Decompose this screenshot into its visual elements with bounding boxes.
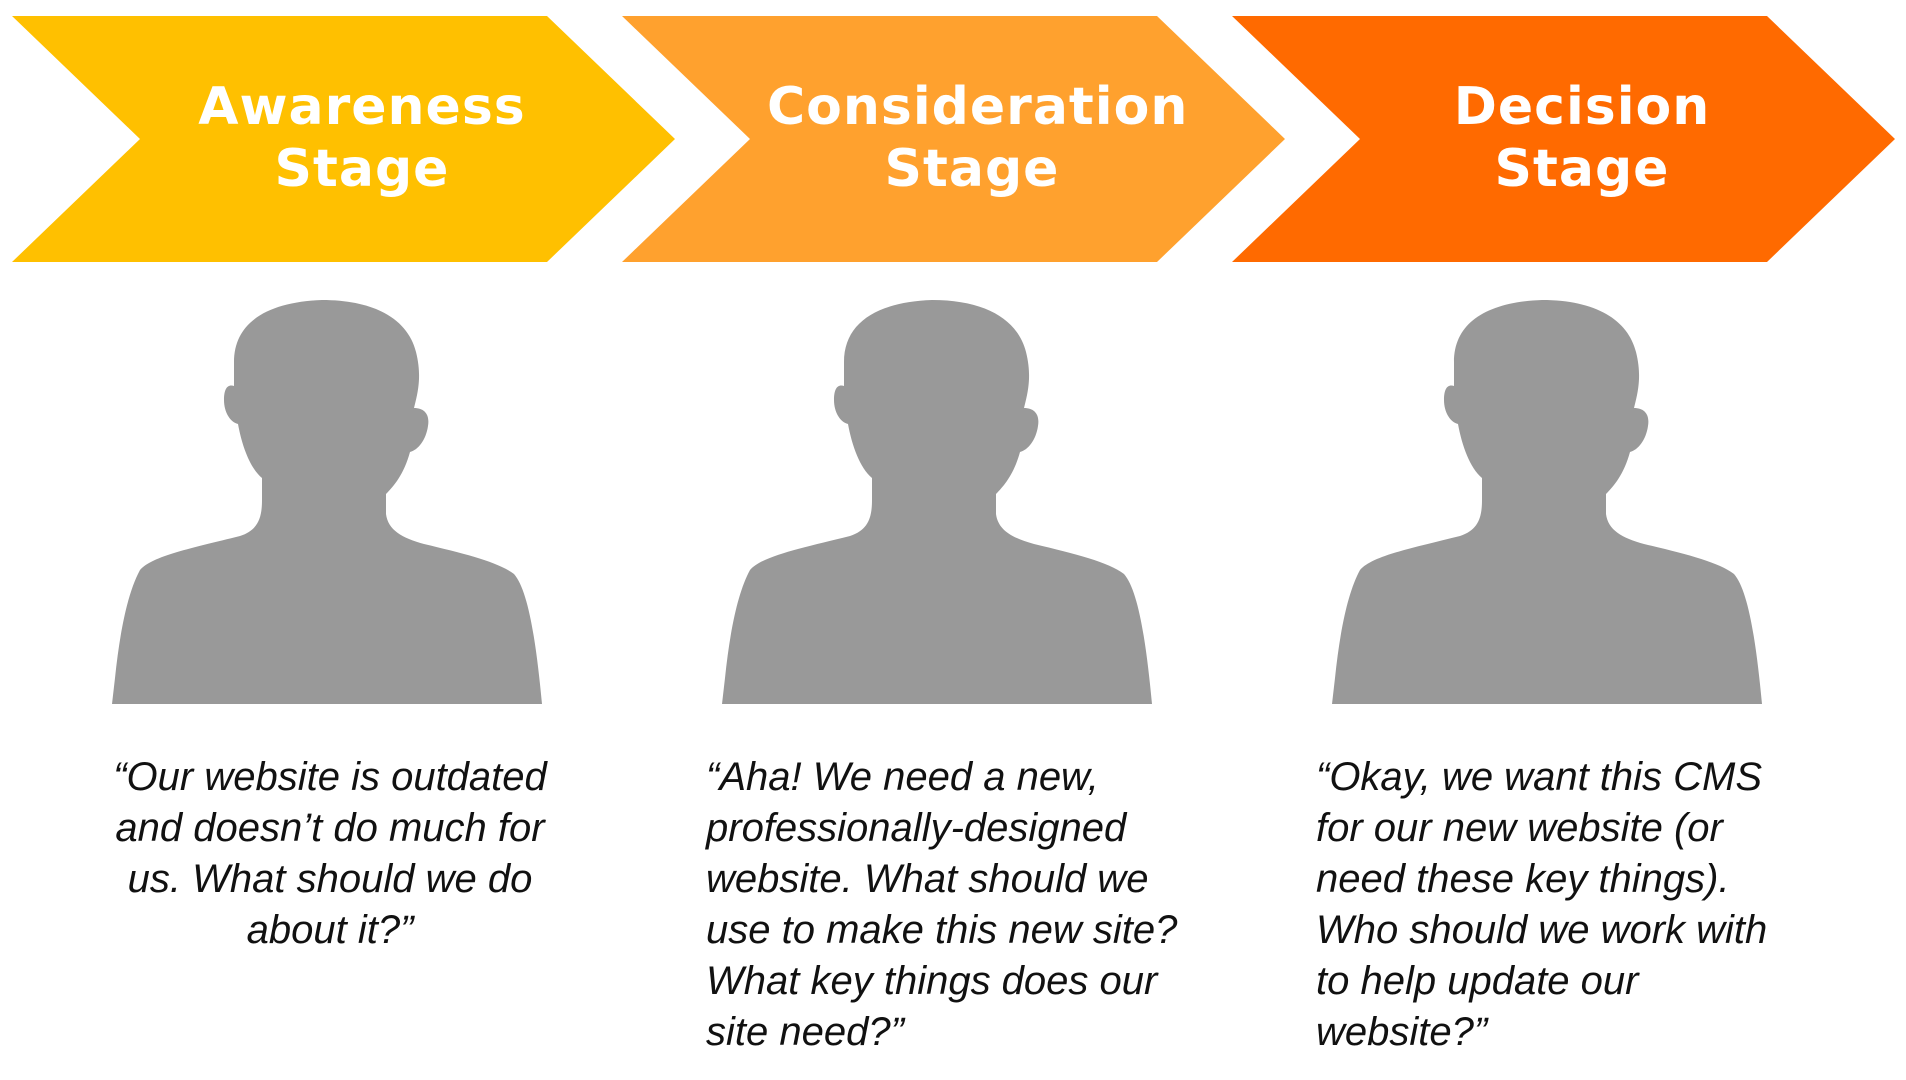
stage-title-line2: Stage — [884, 139, 1060, 199]
quote-line: website. What should we — [706, 857, 1149, 901]
person-silhouette-icon — [112, 300, 542, 704]
chevron-arrow-consideration: Consideration Stage — [622, 16, 1285, 262]
stage-title-line2: Stage — [274, 139, 450, 199]
stage-awareness: Awareness Stage “Our website is outdated… — [0, 0, 675, 1080]
stage-title-line1: Awareness — [198, 77, 526, 137]
stage-title-line1: Consideration — [767, 77, 1189, 137]
quote-line: “Aha! We need a new, — [706, 755, 1099, 799]
chevron-arrow-awareness: Awareness Stage — [12, 16, 675, 262]
chevron-shape — [1232, 16, 1895, 262]
stage-consideration: Consideration Stage “Aha! We need a new,… — [610, 0, 1285, 1080]
quote-line: website?” — [1316, 1010, 1488, 1054]
quote-line: Who should we work with — [1316, 908, 1768, 952]
stage-title: Consideration Stage — [767, 76, 1189, 200]
quote-line: to help update our — [1316, 959, 1639, 1003]
stage-title: Decision Stage — [1377, 76, 1787, 200]
person-silhouette-icon — [1332, 300, 1762, 704]
stage-title-line1: Decision — [1453, 77, 1711, 137]
person-silhouette-icon — [722, 300, 1152, 704]
stage-title-line2: Stage — [1494, 139, 1670, 199]
chevron-shape — [622, 16, 1285, 262]
quote-awareness: “Our website is outdated and doesn’t do … — [60, 752, 600, 956]
quote-line: about it?” — [246, 908, 414, 952]
chevron-arrow-decision: Decision Stage — [1232, 16, 1895, 262]
quote-line: “Okay, we want this CMS — [1316, 755, 1763, 799]
quote-line: and doesn’t do much for — [115, 806, 545, 850]
quote-line: us. What should we do — [127, 857, 533, 901]
quote-line: use to make this new site? — [706, 908, 1178, 952]
quote-consideration: “Aha! We need a new, professionally-desi… — [706, 752, 1266, 1058]
stage-title: Awareness Stage — [157, 76, 567, 200]
quote-line: professionally-designed — [706, 806, 1127, 850]
chevron-shape — [12, 16, 675, 262]
quote-line: “Our website is outdated — [113, 755, 547, 799]
quote-line: for our new website (or — [1316, 806, 1723, 850]
quote-line: site need?” — [706, 1010, 904, 1054]
quote-decision: “Okay, we want this CMS for our new webs… — [1316, 752, 1876, 1058]
quote-line: What key things does our — [706, 959, 1158, 1003]
stage-decision: Decision Stage “Okay, we want this CMS f… — [1220, 0, 1895, 1080]
quote-line: need these key things). — [1316, 857, 1730, 901]
